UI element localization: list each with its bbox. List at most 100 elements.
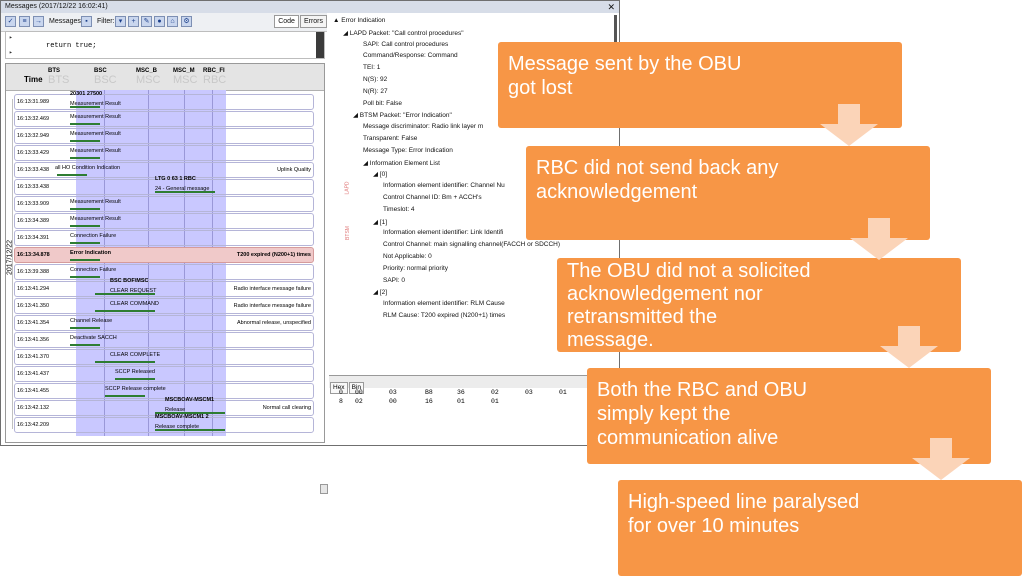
row-entity-header: LTG 0 63 1 RBC <box>155 176 196 182</box>
row-message: Deactivate SACCH <box>70 335 117 341</box>
tree-node[interactable]: Control Channel ID: Bm + ACCH's <box>383 194 482 201</box>
color-icon[interactable]: ● <box>154 16 165 27</box>
tree-node[interactable]: Transparent: False <box>363 135 418 142</box>
pin-icon[interactable]: ⌂ <box>167 16 178 27</box>
code-editor[interactable]: ▸ ▸ return true; <box>5 31 325 59</box>
callout-text: simply kept the <box>597 403 731 425</box>
row-time: 16:13:39.388 <box>17 269 50 275</box>
tab-code[interactable]: Code <box>274 15 299 28</box>
filter-icon[interactable]: ▾ <box>115 16 126 27</box>
tree-node[interactable]: ▲ Error Indication <box>333 17 386 24</box>
message-arrow <box>70 259 100 261</box>
tab-bin[interactable]: Bin <box>348 382 364 394</box>
tree-node[interactable]: Information element identifier: RLM Caus… <box>383 300 505 308</box>
expand-arrow-icon[interactable]: ▸ <box>9 34 13 41</box>
tree-node[interactable]: N(R): 27 <box>363 87 388 95</box>
lifeline-rbc <box>212 90 213 436</box>
tree-node[interactable]: Information element identifier: Link Ide… <box>383 229 504 237</box>
tree-node[interactable]: RLM Cause: T200 expired (N200+1) times <box>383 312 506 319</box>
hex-cell: B8 <box>425 389 433 396</box>
table-row[interactable]: 16:13:33.429 Measurement Result <box>14 145 314 161</box>
tree-node[interactable]: ◢ [1] <box>373 218 388 226</box>
tree-node[interactable]: ◢ [2] <box>373 289 388 297</box>
save-icon[interactable]: ▪ <box>81 16 92 27</box>
tree-node[interactable]: ◢ Information Element List <box>363 159 440 167</box>
row-time: 16:13:41.294 <box>17 286 50 292</box>
close-icon[interactable]: ✕ <box>607 2 615 12</box>
tree-node[interactable]: Command/Response: Command <box>363 52 458 60</box>
tree-node[interactable]: Message Type: Error Indication <box>363 146 453 154</box>
side-label: BTSM <box>344 226 351 240</box>
tree-node[interactable]: TEI: 1 <box>363 64 381 72</box>
tree-node[interactable]: Priority: normal priority <box>383 264 449 272</box>
row-message: Release <box>165 407 186 413</box>
flow-arrow-stem <box>838 104 860 126</box>
row-time: 16:13:33.429 <box>17 150 50 156</box>
row-message: Measurement Result <box>70 148 121 154</box>
arrow-icon[interactable]: → <box>33 16 44 27</box>
tree-node[interactable]: SAPI: Call control procedures <box>363 40 449 48</box>
tree-node[interactable]: N(S): 92 <box>363 76 388 83</box>
sequence-scrollbar[interactable] <box>320 484 328 494</box>
list-icon[interactable]: ≡ <box>19 16 30 27</box>
tab-errors[interactable]: Errors <box>299 15 327 28</box>
flow-arrow-icon <box>850 238 908 260</box>
message-arrow <box>57 174 87 176</box>
flow-arrow-icon <box>912 458 970 480</box>
tree-node[interactable]: Poll bit: False <box>363 99 403 107</box>
row-message: SCCP Released <box>115 369 155 375</box>
row-message: Measurement Result <box>70 216 121 222</box>
settings-icon[interactable]: ⚙ <box>181 16 192 27</box>
tree-node[interactable]: ◢ LAPD Packet: "Call control procedures" <box>343 29 464 37</box>
message-arrow <box>95 293 155 295</box>
tab-hex[interactable]: Hex <box>330 382 348 394</box>
code-scrollbar[interactable] <box>316 32 324 58</box>
hex-cell: 01 <box>457 398 465 405</box>
filter-add-icon[interactable]: + <box>128 16 139 27</box>
tree-node[interactable]: SAPI: 0 <box>383 276 406 284</box>
row-time: 16:13:34.878 <box>17 252 50 258</box>
hex-cell: 00 <box>389 398 397 405</box>
tree-node[interactable]: Control Channel: main signalling channel… <box>383 241 561 249</box>
hex-cell: 36 <box>457 389 465 396</box>
row-message: 24 - General message <box>155 186 210 192</box>
tree-node[interactable]: ◢ BTSM Packet: "Error Indication" <box>353 112 452 120</box>
check-icon[interactable]: ✓ <box>5 16 16 27</box>
edit-icon[interactable]: ✎ <box>141 16 152 27</box>
expand-arrow-icon[interactable]: ▸ <box>9 49 13 56</box>
tree-node[interactable]: ◢ [0] <box>373 171 388 179</box>
window-titlebar: Messages (2017/12/22 16:02:41) ✕ <box>1 1 619 13</box>
tree-node[interactable]: Information element identifier: Channel … <box>383 182 505 190</box>
tree-node[interactable]: Timeslot: 4 <box>383 205 415 213</box>
tree-node[interactable]: Message discriminator: Radio link layer … <box>363 123 484 131</box>
detail-scrollbar[interactable] <box>614 15 617 45</box>
tree-node[interactable]: Not Applicable: 0 <box>383 253 432 260</box>
